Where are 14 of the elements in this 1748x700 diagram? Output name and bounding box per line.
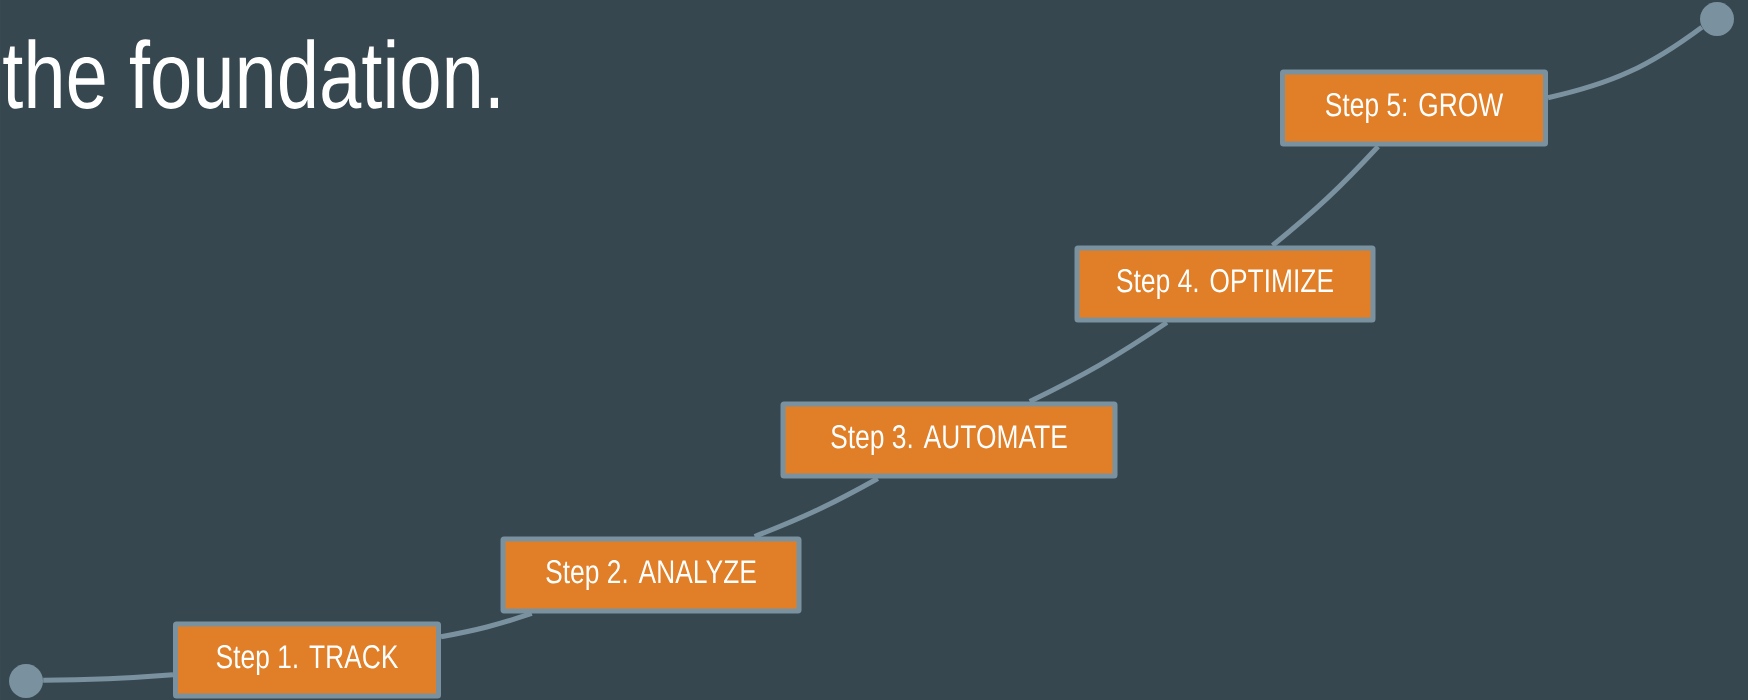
step-box: Step 4. OPTIMIZE xyxy=(1074,245,1376,323)
path-line xyxy=(1028,320,1169,404)
path-line xyxy=(753,476,880,539)
title: the foundation. xyxy=(3,39,498,109)
end-dot xyxy=(1700,2,1734,36)
step-box: Step 3. AUTOMATE xyxy=(780,401,1118,479)
step-box: Step 2. ANALYZE xyxy=(500,536,802,614)
path-line xyxy=(1270,144,1380,248)
step-box: Step 1. TRACK xyxy=(173,621,441,699)
path-line xyxy=(43,672,174,683)
end-dot xyxy=(9,664,43,698)
step-box: Step 5: GROW xyxy=(1280,69,1548,147)
path-line xyxy=(440,611,533,640)
path-line xyxy=(1547,25,1704,101)
